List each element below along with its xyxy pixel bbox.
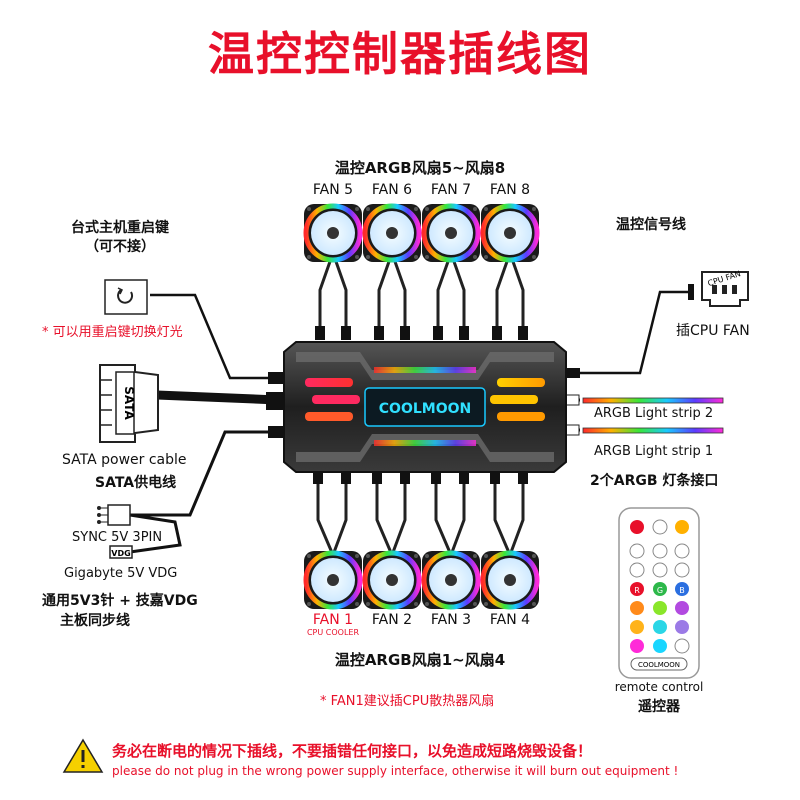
sata-connector-text: SATA: [122, 386, 136, 420]
vdg-connector-icon: VDG: [110, 546, 132, 558]
fan-icon: [421, 203, 481, 263]
remote-label-cn: 遥控器: [604, 696, 714, 716]
argb-strip-2-cable: [556, 395, 723, 405]
remote-label-en: remote control: [604, 680, 714, 694]
cpu-fan-label: 插CPU FAN: [676, 320, 750, 340]
strip-2-label: ARGB Light strip 2: [594, 406, 713, 421]
top-fan-label: FAN 8: [480, 182, 540, 198]
bottom-fan-label: FAN 1: [303, 612, 363, 628]
vdg-label: Gigabyte 5V VDG: [64, 566, 177, 581]
sata-label-en: SATA power cable: [62, 452, 187, 468]
fan-icon: [362, 550, 422, 610]
top-fan-label: FAN 6: [362, 182, 422, 198]
remote-btn-r: R: [634, 586, 640, 595]
fan1-note: * FAN1建议插CPU散热器风扇: [320, 690, 494, 709]
hub-brand: COOLMOON: [379, 401, 471, 417]
bottom-fan-cables: [318, 480, 523, 555]
remote-btn-g: G: [657, 586, 663, 595]
argb-strip-1-cable: [556, 425, 723, 435]
top-group-label: 温控ARGB风扇5~风扇8: [0, 157, 800, 178]
cpu-fan-header-icon: CPU FAN: [702, 269, 748, 306]
vdg-tag: VDG: [111, 549, 130, 558]
warning-en: please do not plug in the wrong power su…: [112, 764, 678, 778]
bottom-fan-label: FAN 2: [362, 612, 422, 628]
reboot-label-1: 台式主机重启键: [55, 217, 185, 237]
strip-1-label: ARGB Light strip 1: [594, 444, 713, 459]
sata-connector-icon: SATA: [100, 365, 158, 442]
top-fan-cables: [320, 253, 523, 330]
strips-caption: 2个ARGB 灯条接口: [590, 470, 718, 490]
bottom-fan-label: FAN 4: [480, 612, 540, 628]
warning-icon: [64, 740, 102, 772]
sata-label-cn: SATA供电线: [95, 472, 176, 492]
top-fan-label: FAN 7: [421, 182, 481, 198]
fan-icon: [480, 550, 540, 610]
fan-icon: [480, 203, 540, 263]
sync-label-1: 通用5V3针 + 技嘉VDG: [42, 590, 198, 610]
fan-icon: [303, 550, 363, 610]
reboot-button-icon: [105, 280, 147, 314]
bottom-fan-label: FAN 3: [421, 612, 481, 628]
warning-cn: 务必在断电的情况下插线，不要插错任何接口，以免造成短路烧毁设备！: [112, 740, 592, 761]
sync-label-2: 主板同步线: [60, 610, 130, 630]
reboot-label-2: （可不接）: [55, 236, 185, 256]
sync-3pin-connector-icon: [97, 505, 130, 525]
sync-3pin-label: SYNC 5V 3PIN: [72, 530, 162, 545]
top-fan-label: FAN 5: [303, 182, 363, 198]
fan1-sublabel: CPU COOLER: [293, 628, 373, 637]
fan-icon: [421, 550, 481, 610]
reboot-note: * 可以用重启键切换灯光: [42, 321, 183, 340]
fan-icon: [362, 203, 422, 263]
cpu-signal-label: 温控信号线: [616, 214, 686, 234]
bottom-group-label: 温控ARGB风扇1~风扇4: [0, 649, 800, 670]
fan-icon: [303, 203, 363, 263]
top-fan-plugs: [315, 326, 528, 340]
remote-btn-b: B: [679, 586, 685, 595]
controller-hub: COOLMOON: [284, 342, 566, 472]
